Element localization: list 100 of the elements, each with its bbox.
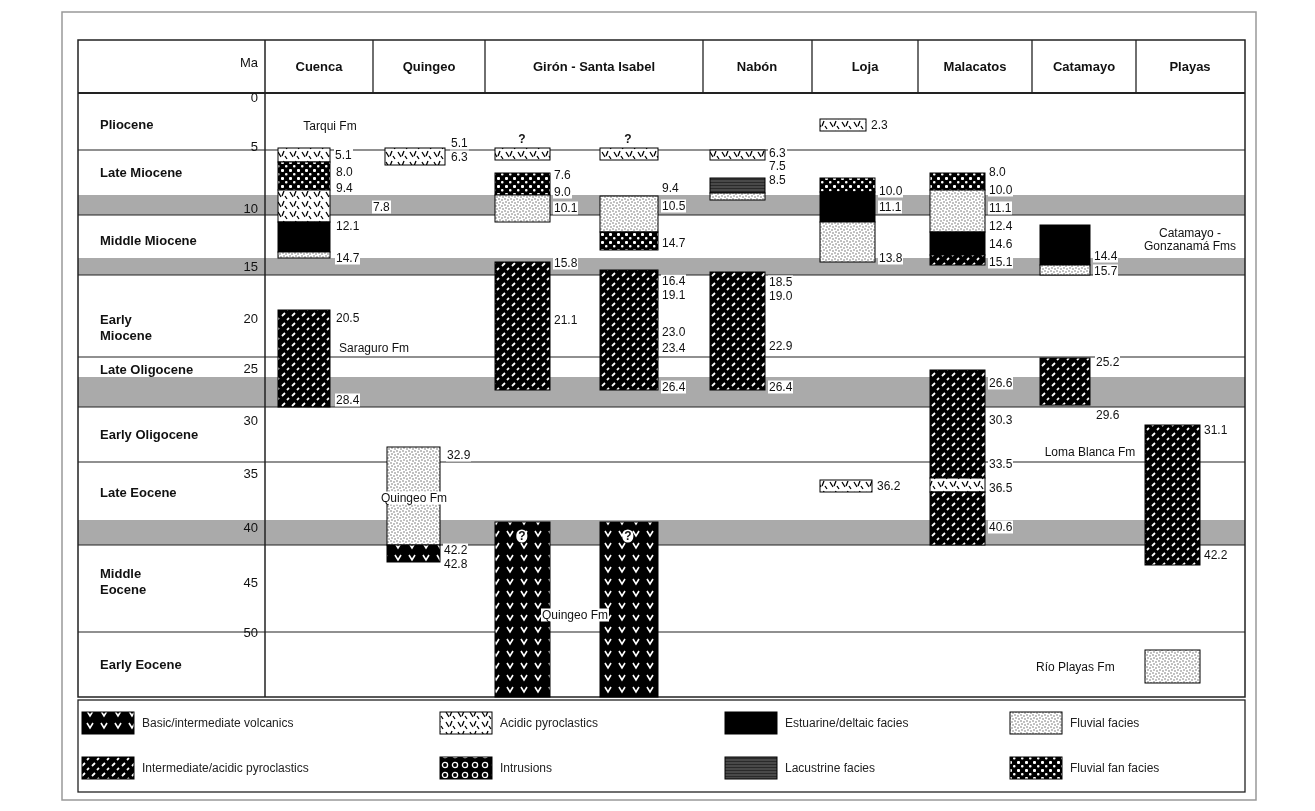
question-mark: ? xyxy=(516,529,528,543)
legend-label: Estuarine/deltaic facies xyxy=(785,716,909,730)
age-tick: 25 xyxy=(243,361,258,375)
age-value: 18.5 xyxy=(768,275,794,289)
age-value: 10.0 xyxy=(988,183,1014,197)
formation-label: Loma Blanca Fm xyxy=(1043,445,1137,459)
age-value: 12.4 xyxy=(988,219,1014,233)
age-value: 8.0 xyxy=(988,165,1007,179)
column-header: Nabón xyxy=(736,59,778,73)
age-value: 2.3 xyxy=(870,118,889,132)
age-value: 33.5 xyxy=(988,457,1014,471)
age-value: 42.2 xyxy=(1203,548,1229,562)
age-value: 21.1 xyxy=(553,313,579,327)
age-tick: 10 xyxy=(243,201,258,215)
age-value: 16.4 xyxy=(661,274,687,288)
formation-label: Río Playas Fm xyxy=(1035,660,1116,674)
age-value: 42.2 xyxy=(443,543,469,557)
age-value: 9.4 xyxy=(335,181,354,195)
age-value: 14.6 xyxy=(988,237,1014,251)
column-header: Cuenca xyxy=(295,59,343,73)
age-value: 6.3 xyxy=(450,150,469,164)
legend-label: Fluvial fan facies xyxy=(1070,761,1160,775)
age-value: 14.7 xyxy=(335,251,361,265)
column-header: Catamayo xyxy=(1052,59,1116,73)
age-value: 23.0 xyxy=(661,325,687,339)
epoch-label: Late Eocene xyxy=(100,485,177,501)
age-tick: 20 xyxy=(243,311,258,325)
age-value: 13.8 xyxy=(878,251,904,265)
age-value: 26.6 xyxy=(988,376,1014,390)
age-value: 22.9 xyxy=(768,339,794,353)
legend-label: Acidic pyroclastics xyxy=(500,716,599,730)
age-tick: 15 xyxy=(243,259,258,273)
age-value: 5.1 xyxy=(334,148,353,162)
age-value: 19.1 xyxy=(661,288,687,302)
age-value: 32.9 xyxy=(446,448,472,462)
unit-label: Ma xyxy=(239,55,258,69)
epoch-label: Late Oligocene xyxy=(100,362,194,378)
age-value: 40.6 xyxy=(988,520,1014,534)
age-value: 29.6 xyxy=(1095,408,1121,422)
epoch-label: Middle Miocene xyxy=(100,233,197,249)
epoch-label: Early Oligocene xyxy=(100,427,199,443)
epoch-label: Late Miocene xyxy=(100,165,183,181)
age-value: 42.8 xyxy=(443,557,469,571)
legend-label: Fluvial facies xyxy=(1070,716,1140,730)
age-value: 15.1 xyxy=(988,255,1014,269)
age-value: 9.4 xyxy=(661,181,680,195)
age-value: 6.3 xyxy=(768,146,787,160)
question-mark: ? xyxy=(516,132,528,146)
age-value: 8.0 xyxy=(335,165,354,179)
column-header: Girón - Santa Isabel xyxy=(532,59,656,73)
column-header: Playas xyxy=(1169,59,1211,73)
column-header: Loja xyxy=(851,59,879,73)
epoch-label: Middle Eocene xyxy=(100,566,148,598)
age-value: 10.1 xyxy=(553,201,579,215)
formation-label: Saraguro Fm xyxy=(338,341,411,355)
formation-label: Quingeo Fm xyxy=(541,608,609,622)
age-value: 8.5 xyxy=(768,173,787,187)
legend-label: Basic/intermediate volcanics xyxy=(142,716,294,730)
age-value: 14.7 xyxy=(661,236,687,250)
legend-label: Lacustrine facies xyxy=(785,761,876,775)
age-value: 11.1 xyxy=(878,200,903,214)
column-header: Malacatos xyxy=(943,59,1007,73)
age-value: 26.4 xyxy=(661,380,687,394)
age-value: 7.5 xyxy=(768,159,787,173)
age-value: 36.2 xyxy=(876,479,902,493)
age-value: 14.4 xyxy=(1093,249,1119,263)
age-value: 11.1 xyxy=(988,201,1013,215)
age-tick: 40 xyxy=(243,520,258,534)
age-value: 5.1 xyxy=(450,136,469,150)
age-value: 26.4 xyxy=(768,380,794,394)
age-value: 9.0 xyxy=(553,185,572,199)
age-value: 19.0 xyxy=(768,289,794,303)
age-tick: 0 xyxy=(250,90,258,104)
age-value: 15.8 xyxy=(553,256,579,270)
epoch-label: Early Miocene xyxy=(100,312,153,344)
age-value: 10.5 xyxy=(661,199,687,213)
age-tick: 5 xyxy=(250,139,258,153)
age-value: 31.1 xyxy=(1203,423,1229,437)
age-tick: 30 xyxy=(243,413,258,427)
legend-label: Intermediate/acidic pyroclastics xyxy=(142,761,309,775)
age-tick: 35 xyxy=(243,466,258,480)
age-tick: 45 xyxy=(243,575,258,589)
age-value: 23.4 xyxy=(661,341,687,355)
age-value: 7.8 xyxy=(372,200,391,214)
formation-label: Tarqui Fm xyxy=(302,119,358,133)
epoch-label: Pliocene xyxy=(100,117,154,133)
age-value: 15.7 xyxy=(1093,264,1119,278)
age-value: 7.6 xyxy=(553,168,572,182)
age-tick: 50 xyxy=(243,625,258,639)
age-value: 25.2 xyxy=(1095,355,1121,369)
epoch-label: Early Eocene xyxy=(100,657,182,673)
age-value: 36.5 xyxy=(988,481,1014,495)
question-mark: ? xyxy=(622,529,634,543)
age-value: 28.4 xyxy=(335,393,361,407)
legend-label: Intrusions xyxy=(500,761,553,775)
question-mark: ? xyxy=(622,132,634,146)
age-value: 12.1 xyxy=(335,219,361,233)
age-value: 30.3 xyxy=(988,413,1014,427)
age-value: 10.0 xyxy=(878,184,904,198)
age-value: 20.5 xyxy=(335,311,361,325)
